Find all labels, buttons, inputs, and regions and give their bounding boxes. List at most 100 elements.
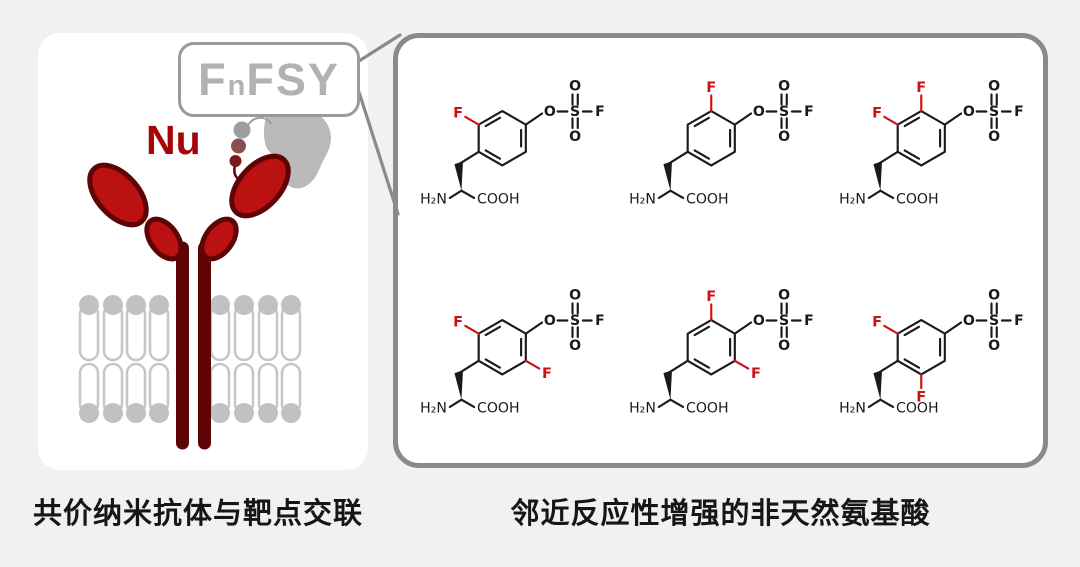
svg-text:O: O: [569, 129, 581, 145]
lipid-head: [258, 295, 278, 315]
cell-membrane-icon: [78, 295, 302, 423]
svg-text:O: O: [779, 79, 791, 95]
svg-text:H₂N: H₂N: [420, 192, 447, 208]
stereo-wedge-bond: [454, 161, 463, 191]
lipid-head: [126, 295, 146, 315]
svg-text:O: O: [569, 287, 581, 303]
amino-acid-backbone: H₂N COOH: [630, 359, 729, 416]
callout-connector: [357, 33, 402, 216]
right-caption: 邻近反应性增强的非天然氨基酸: [510, 498, 931, 530]
svg-text:H₂N: H₂N: [420, 400, 447, 416]
svg-text:O: O: [569, 338, 581, 354]
svg-text:O: O: [753, 104, 765, 120]
fluorine-substituent-bottom: F: [916, 373, 926, 405]
benzene-ring: [477, 110, 527, 167]
tether-line: [247, 116, 272, 126]
stereo-wedge-bond: [454, 370, 463, 400]
amino-acid-backbone: H₂N COOH: [839, 151, 939, 208]
svg-text:F: F: [595, 104, 605, 120]
svg-text:F: F: [751, 365, 761, 382]
lipid-head: [258, 403, 278, 423]
lipid-head: [149, 295, 169, 315]
svg-text:O: O: [963, 104, 975, 120]
svg-text:O: O: [544, 104, 556, 120]
benzene-ring: [896, 110, 947, 167]
lipid-head: [149, 403, 169, 423]
svg-text:O: O: [988, 129, 1000, 145]
lipid-head: [79, 403, 99, 423]
svg-text:COOH: COOH: [896, 400, 939, 416]
antibody-illustration: [78, 105, 331, 450]
fluorine-substituent-tl: F: [453, 105, 480, 126]
benzene-ring: [477, 318, 527, 376]
fluorine-substituent-top: F: [916, 79, 926, 113]
svg-text:O: O: [544, 313, 556, 329]
lipid-head: [281, 403, 301, 423]
callout-line-top: [357, 33, 402, 63]
svg-text:F: F: [453, 313, 463, 330]
svg-text:F: F: [916, 388, 926, 405]
fluorine-substituent-tl: F: [872, 105, 899, 126]
fluorine-substituent-top: F: [707, 288, 717, 321]
benzene-ring: [687, 110, 737, 167]
svg-text:O: O: [569, 79, 581, 95]
lipid-head: [103, 295, 123, 315]
receptor-domain-right: [229, 153, 291, 219]
svg-text:F: F: [916, 79, 926, 96]
svg-text:COOH: COOH: [686, 192, 729, 208]
svg-text:COOH: COOH: [686, 400, 729, 416]
svg-text:F: F: [805, 104, 815, 120]
stereo-wedge-bond: [873, 370, 883, 400]
crosslink-bead-top: [233, 121, 251, 139]
svg-text:F: F: [872, 105, 882, 122]
amino-acid-backbone: H₂N COOH: [420, 151, 520, 208]
svg-text:O: O: [988, 287, 1000, 303]
fluorine-substituent-tl: F: [453, 313, 480, 335]
lipid-head: [234, 295, 254, 315]
svg-text:S: S: [989, 104, 999, 120]
svg-text:O: O: [988, 338, 1000, 354]
svg-text:S: S: [780, 104, 790, 120]
lipid-head: [210, 403, 230, 423]
target-protein-blob: [263, 105, 331, 189]
nucleophile-label: Nu: [146, 117, 201, 163]
svg-text:O: O: [988, 79, 1000, 95]
svg-text:F: F: [453, 105, 463, 122]
left-caption: 共价纳米抗体与靶点交联: [32, 498, 363, 530]
svg-text:H₂N: H₂N: [839, 192, 866, 208]
svg-text:F: F: [1014, 313, 1024, 329]
lipid-head: [210, 295, 230, 315]
svg-text:COOH: COOH: [477, 192, 520, 208]
fluorine-substituent-tl: F: [872, 313, 899, 335]
svg-text:H₂N: H₂N: [630, 400, 657, 416]
svg-text:S: S: [570, 104, 580, 120]
receptor-hinge-right: [199, 216, 239, 262]
svg-text:COOH: COOH: [896, 192, 939, 208]
svg-text:F: F: [805, 313, 815, 329]
benzene-ring: [687, 318, 737, 376]
svg-text:H₂N: H₂N: [839, 400, 866, 416]
lipid-head: [234, 403, 254, 423]
svg-text:O: O: [779, 129, 791, 145]
callout-line-bottom: [357, 90, 400, 216]
svg-text:S: S: [989, 313, 999, 329]
svg-text:F: F: [872, 313, 882, 330]
amino-acid-backbone: H₂N COOH: [839, 359, 939, 416]
